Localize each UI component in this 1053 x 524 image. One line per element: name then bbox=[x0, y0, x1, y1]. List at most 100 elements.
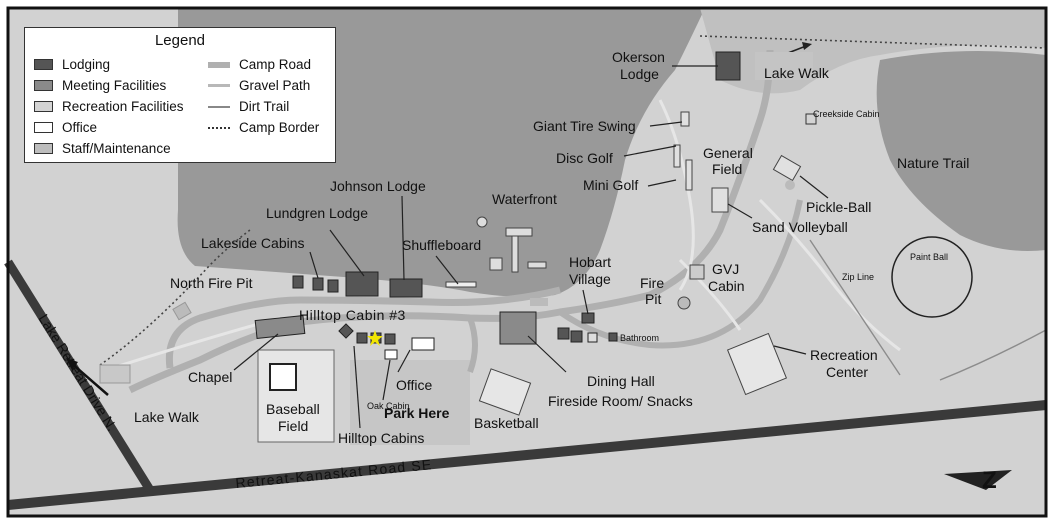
pickle-ball-court[interactable] bbox=[772, 154, 802, 182]
pond bbox=[876, 51, 1046, 251]
legend-item-meeting: Meeting Facilities bbox=[34, 78, 166, 93]
dirt-line-icon bbox=[208, 105, 230, 108]
legend-item-gravel: Gravel Path bbox=[208, 78, 310, 93]
shuffleboard-court[interactable] bbox=[445, 281, 477, 288]
border-line-icon bbox=[208, 126, 230, 129]
hilltop-cabin-b[interactable] bbox=[356, 332, 368, 344]
camp-road-2 bbox=[165, 286, 561, 369]
lundgren-lodge-building[interactable] bbox=[345, 271, 379, 297]
label-park-here: Park Here bbox=[384, 405, 450, 421]
camp-road-line-icon bbox=[208, 61, 230, 68]
map-frame bbox=[6, 6, 1048, 518]
road-arrow bbox=[66, 358, 109, 396]
recreation-center-court[interactable] bbox=[726, 332, 788, 396]
label-baseball-2: Field bbox=[278, 418, 308, 434]
north-arrow-icon: Z bbox=[944, 467, 1012, 494]
label-office: Office bbox=[396, 377, 433, 393]
camp-road bbox=[128, 49, 774, 394]
paint-ball-area[interactable] bbox=[891, 236, 973, 318]
label-basketball: Basketball bbox=[474, 415, 539, 431]
lakeside-cabin-3[interactable] bbox=[327, 279, 339, 293]
legend-title: Legend bbox=[154, 32, 206, 49]
office-swatch-icon bbox=[34, 122, 53, 133]
label-fireside: Fireside Room/ Snacks bbox=[548, 393, 693, 409]
hobart-cabin-4[interactable] bbox=[587, 332, 598, 343]
gvj-cabin-building[interactable] bbox=[689, 264, 705, 280]
oak-cabin-building[interactable] bbox=[384, 349, 398, 360]
label-bathroom: Bathroom bbox=[620, 333, 659, 343]
legend-item-camp-road: Camp Road bbox=[208, 57, 311, 72]
left-cabin bbox=[172, 301, 192, 321]
okerson-lodge-building[interactable] bbox=[715, 51, 741, 81]
chapel-building[interactable] bbox=[254, 314, 306, 340]
label-lakeside: Lakeside Cabins bbox=[201, 235, 305, 251]
hilltop-cabin-a[interactable] bbox=[338, 323, 354, 339]
leader-lines bbox=[233, 65, 829, 429]
entry-booth bbox=[99, 364, 131, 384]
hilltop-cabin-c[interactable] bbox=[384, 333, 396, 345]
creekside-cabin-building[interactable] bbox=[805, 113, 817, 125]
waterfront-docks[interactable] bbox=[476, 216, 547, 273]
label-dining-hall: Dining Hall bbox=[587, 373, 655, 389]
lakeside-cabin-1[interactable] bbox=[292, 275, 304, 289]
tire-swing-structure[interactable] bbox=[680, 111, 690, 127]
label-mini-golf: Mini Golf bbox=[583, 177, 638, 193]
hobart-cabin-2[interactable] bbox=[557, 327, 570, 340]
lodging-swatch-icon bbox=[34, 59, 53, 70]
camp-road-3 bbox=[467, 199, 803, 374]
gravel-path bbox=[99, 99, 901, 374]
label-hobart-2: Village bbox=[569, 271, 611, 287]
label-waterfront: Waterfront bbox=[492, 191, 557, 207]
legend-item-recreation: Recreation Facilities bbox=[34, 99, 184, 114]
label-baseball-1: Baseball bbox=[266, 401, 320, 417]
label-gvj-2: Cabin bbox=[708, 278, 745, 294]
svg-text:Z: Z bbox=[982, 467, 997, 494]
legend-label-border: Camp Border bbox=[239, 120, 320, 135]
legend-label-gravel: Gravel Path bbox=[239, 78, 311, 93]
legend-item-lodging: Lodging bbox=[34, 57, 110, 72]
label-recreation-2: Center bbox=[826, 364, 868, 380]
label-chapel: Chapel bbox=[188, 369, 232, 385]
legend-label-office: Office bbox=[62, 120, 98, 135]
legend-label-lodging: Lodging bbox=[62, 57, 111, 72]
legend-item-border: Camp Border bbox=[208, 120, 319, 135]
office-building[interactable] bbox=[411, 337, 435, 351]
label-north-fire-pit: North Fire Pit bbox=[170, 275, 253, 291]
label-pickle-ball: Pickle-Ball bbox=[806, 199, 871, 215]
label-general-1: General bbox=[703, 145, 753, 161]
gravel-line-icon bbox=[208, 84, 230, 87]
label-lake-walk-bottom: Lake Walk bbox=[134, 409, 200, 425]
johnson-lodge-building[interactable] bbox=[389, 278, 423, 298]
label-zip-line: Zip Line bbox=[842, 272, 874, 282]
label-fire-pit-1: Fire bbox=[640, 275, 664, 291]
general-field-structure[interactable] bbox=[711, 187, 729, 213]
lakeside-cabin-2[interactable] bbox=[312, 277, 324, 291]
label-lake-walk-top: Lake Walk bbox=[764, 65, 830, 81]
lake-retreat-drive bbox=[4, 259, 154, 493]
label-disc-golf: Disc Golf bbox=[556, 150, 613, 166]
fire-pit[interactable] bbox=[677, 296, 691, 310]
baseball-diamond bbox=[269, 363, 297, 391]
legend-label-dirt: Dirt Trail bbox=[239, 99, 290, 114]
recreation-swatch-icon bbox=[34, 101, 53, 112]
label-recreation-1: Recreation bbox=[810, 347, 878, 363]
label-okerson-2: Lodge bbox=[620, 66, 659, 82]
hobart-cabin-1[interactable] bbox=[581, 312, 595, 324]
mini-golf-structure[interactable] bbox=[685, 159, 693, 191]
hobart-cabin-3[interactable] bbox=[570, 330, 583, 343]
legend-label-staff: Staff/Maintenance bbox=[62, 141, 171, 156]
label-gvj-1: GVJ bbox=[712, 261, 739, 277]
dining-hall-annex bbox=[530, 298, 548, 306]
label-sand-volleyball: Sand Volleyball bbox=[752, 219, 848, 235]
hilltop-star bbox=[367, 330, 383, 346]
retreat-kanaskat-road bbox=[7, 400, 1047, 510]
basketball-court[interactable] bbox=[478, 368, 532, 416]
label-fire-pit-2: Pit bbox=[645, 291, 661, 307]
label-johnson: Johnson Lodge bbox=[330, 178, 426, 194]
legend-item-office: Office bbox=[34, 120, 97, 135]
disc-golf-structure[interactable] bbox=[673, 144, 681, 168]
label-hilltop-cabins: Hilltop Cabins bbox=[338, 430, 424, 446]
legend-label-camp-road: Camp Road bbox=[239, 57, 312, 72]
label-creekside: Creekside Cabin bbox=[813, 109, 880, 119]
bathroom-building[interactable] bbox=[608, 332, 618, 342]
